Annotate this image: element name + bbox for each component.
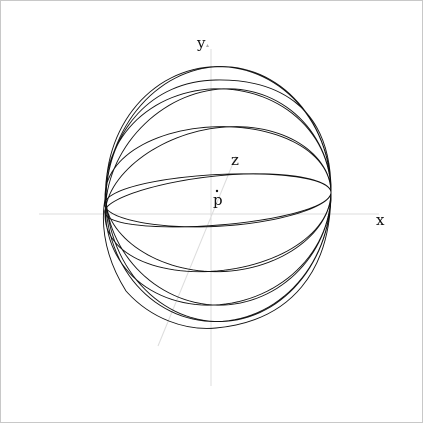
x-axis-label: x (376, 211, 385, 229)
point-p-label: p (213, 191, 223, 209)
y-axis-label: y (196, 34, 206, 52)
ellipse-curve (104, 173, 332, 228)
z-axis-label: z (231, 151, 239, 169)
ellipse-family (102, 66, 332, 329)
y-axis-arrow-icon: ▴ (206, 42, 209, 49)
ellipse-curve (104, 126, 332, 273)
z-axis-line (157, 155, 237, 347)
sphere-outline (102, 79, 332, 329)
point-p-dot (215, 189, 219, 193)
